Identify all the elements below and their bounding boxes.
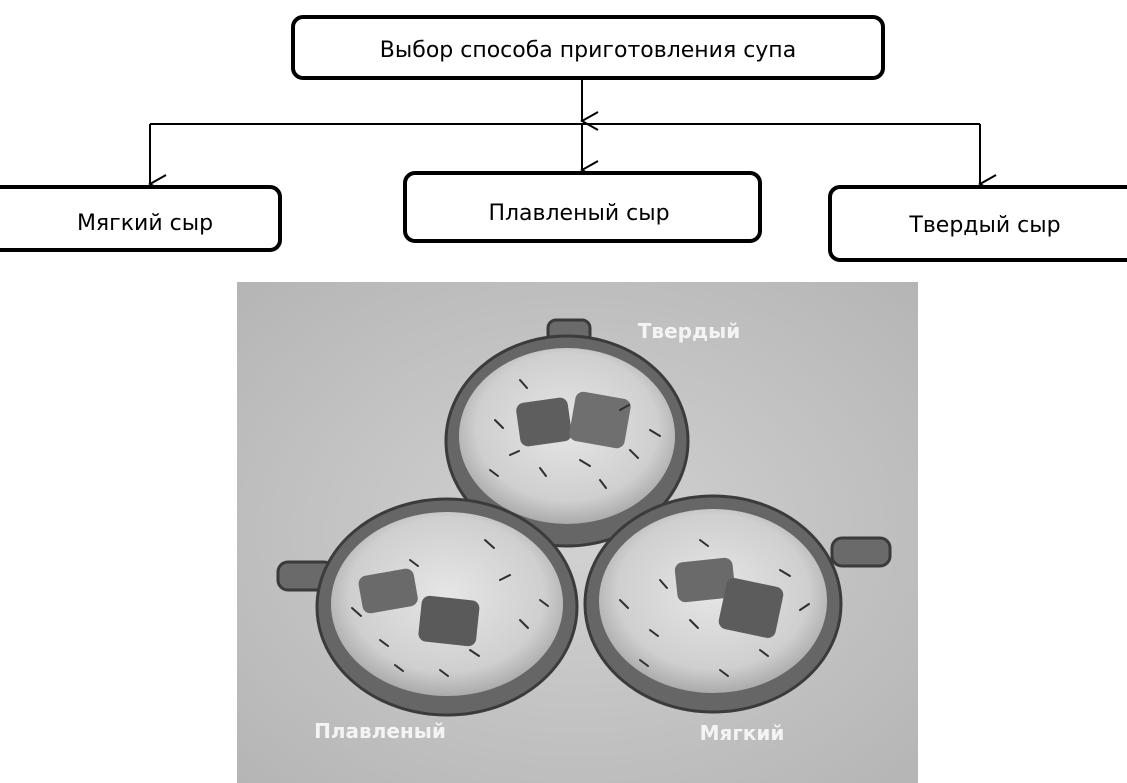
option-node-soft: Мягкий сыр <box>0 185 282 252</box>
option-node-processed: Плавленый сыр <box>403 171 762 243</box>
soup-photo: Твердый Плавленый Мягкий <box>237 282 918 783</box>
option-node-soft-label: Мягкий сыр <box>77 211 213 236</box>
photo-label-soft: Мягкий <box>700 721 785 745</box>
root-node-label: Выбор способа приготовления супа <box>380 38 796 63</box>
connectors <box>150 80 980 184</box>
bowl-soft <box>583 494 892 714</box>
photo-label-processed: Плавленый <box>314 719 446 743</box>
root-node: Выбор способа приготовления супа <box>291 15 885 80</box>
option-node-hard-label: Твердый сыр <box>908 213 1060 238</box>
option-node-hard: Твердый сыр <box>828 185 1127 262</box>
bowl-processed <box>276 497 579 717</box>
bowl-hard <box>444 318 690 548</box>
photo-label-hard: Твердый <box>638 319 740 343</box>
option-node-processed-label: Плавленый сыр <box>488 201 669 226</box>
